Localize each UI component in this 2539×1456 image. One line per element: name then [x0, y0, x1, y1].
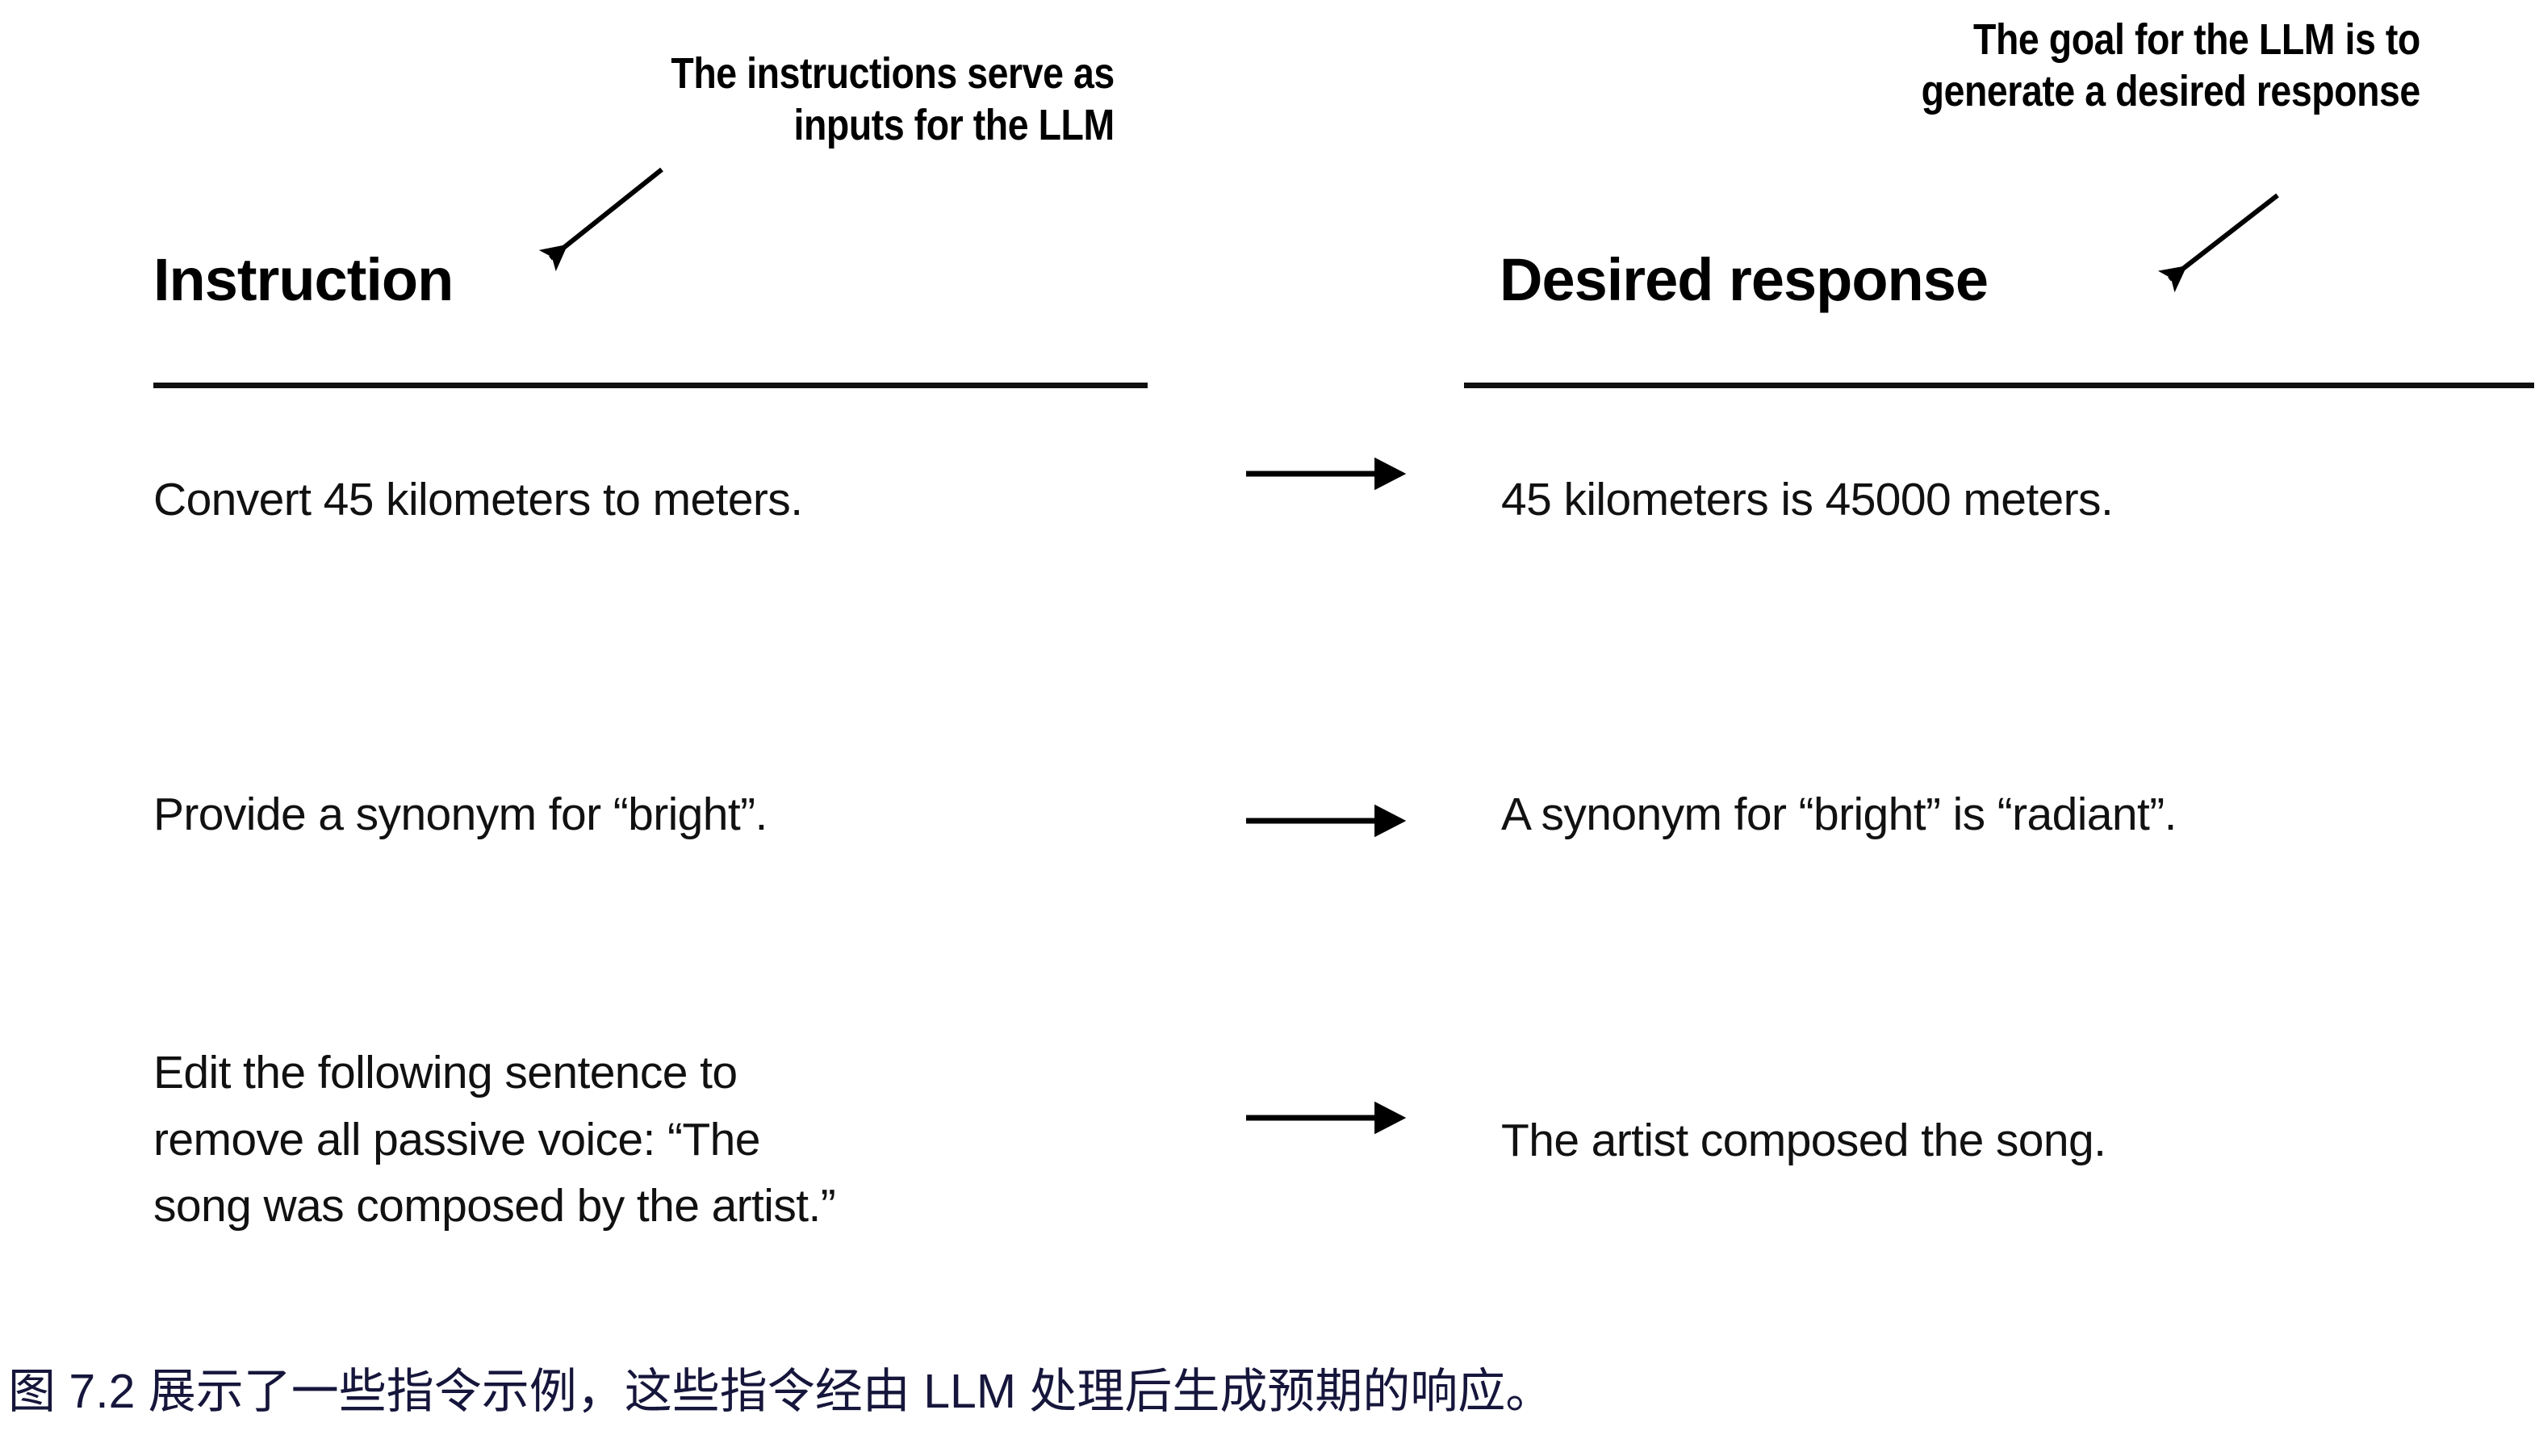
- response-cell-2: The artist composed the song.: [1501, 1115, 2106, 1166]
- header-rule-right: [1464, 383, 2534, 388]
- response-cell-0: 45 kilometers is 45000 meters.: [1501, 474, 2114, 525]
- callout-response-note: The goal for the LLM is to generate a de…: [1921, 15, 2421, 117]
- column-header-instruction: Instruction: [153, 246, 454, 313]
- callout-instruction-note: The instructions serve as inputs for the…: [671, 48, 1115, 151]
- pointer-arrow-left-icon: [538, 167, 663, 272]
- instruction-cell-1: Provide a synonym for “bright”.: [153, 789, 768, 840]
- callout-instruction-line-1: The instructions serve as: [671, 49, 1115, 98]
- column-header-desired-response: Desired response: [1500, 246, 1989, 313]
- instruction-cell-0: Convert 45 kilometers to meters.: [153, 474, 803, 525]
- row-arrow-1-icon: [1246, 804, 1407, 838]
- callout-response-line-1: The goal for the LLM is to: [1973, 15, 2420, 64]
- instruction-cell-2: Edit the following sentence to remove al…: [153, 1047, 836, 1232]
- figure-caption: 图 7.2 展示了一些指令示例，这些指令经由 LLM 处理后生成预期的响应。: [8, 1365, 1554, 1418]
- response-cell-1: A synonym for “bright” is “radiant”.: [1501, 789, 2177, 840]
- row-arrow-2-icon: [1246, 1101, 1407, 1135]
- header-rule-left: [153, 383, 1148, 388]
- callout-instruction-line-2: inputs for the LLM: [793, 100, 1115, 149]
- callout-response-line-2: generate a desired response: [1921, 66, 2421, 115]
- row-arrow-0-icon: [1246, 457, 1407, 491]
- pointer-arrow-right-icon: [2157, 193, 2279, 293]
